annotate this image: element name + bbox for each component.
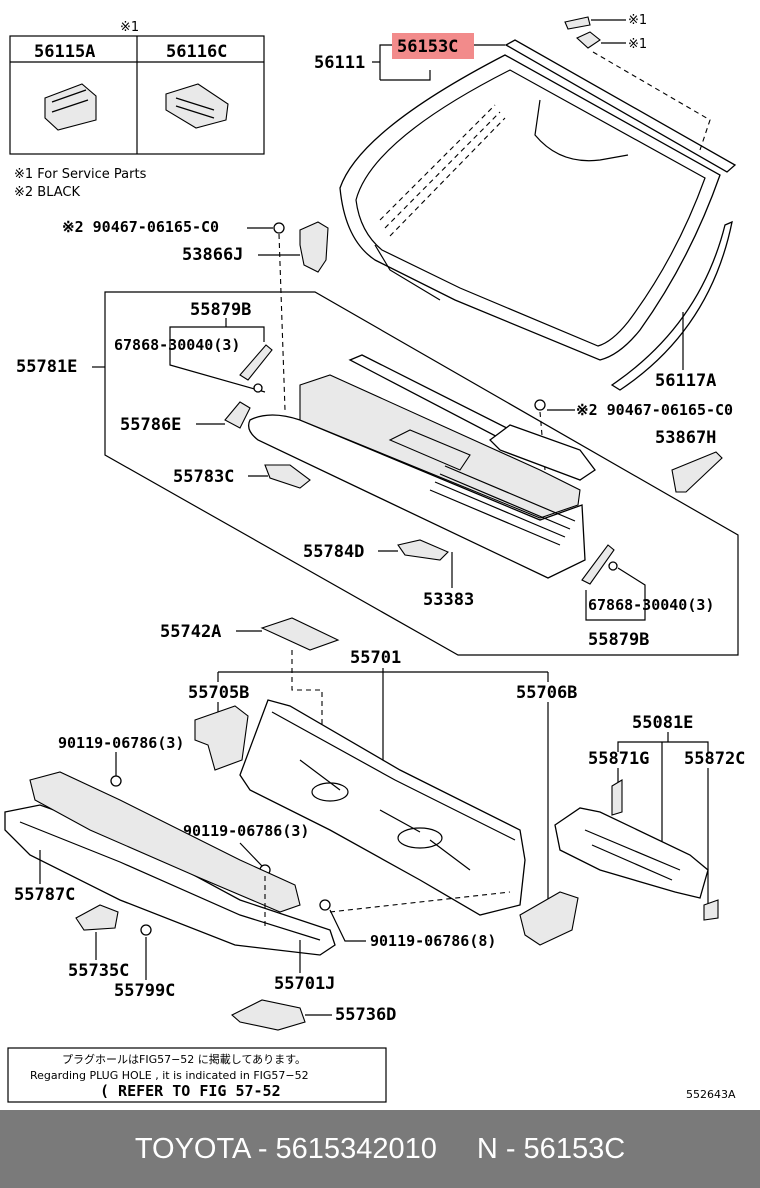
clip-56116C-shape <box>165 83 229 129</box>
bolt-90119-a <box>110 775 122 787</box>
plug-55799C <box>140 924 152 936</box>
highlight-box <box>392 33 474 59</box>
part-56111-label[interactable]: 56111 <box>314 53 365 73</box>
part-90119-b-label[interactable]: 90119-06786(3) <box>183 822 309 840</box>
bracket-55784D <box>397 539 449 561</box>
windshield-glass <box>339 54 721 361</box>
bracket-55783C <box>264 464 311 489</box>
side-molding-56117A <box>610 220 733 391</box>
part-53867H-label[interactable]: 53867H <box>655 428 716 448</box>
bolt-90119-c <box>319 899 331 911</box>
part-55735C-label[interactable]: 55735C <box>68 961 129 981</box>
part-55872C-label[interactable]: 55872C <box>684 749 745 769</box>
mark-top-1: ※1 <box>628 13 647 28</box>
pad-55742A <box>260 617 340 651</box>
bracket-55786E <box>224 401 251 429</box>
part-56117A-label[interactable]: 56117A <box>655 371 716 391</box>
lower-member-upper <box>29 771 301 913</box>
part-55783C-label[interactable]: 55783C <box>173 467 234 487</box>
top-molding-56153C <box>504 39 737 173</box>
part-56116C-label[interactable]: 56116C <box>166 42 227 62</box>
part-53866J-label[interactable]: 53866J <box>182 245 243 265</box>
cover-55736D <box>231 999 306 1031</box>
part-53383-label[interactable]: 53383 <box>423 590 474 610</box>
inset-mark: ※1 <box>120 20 139 35</box>
clip-top-2 <box>576 31 601 49</box>
part-55736D-label[interactable]: 55736D <box>335 1005 396 1025</box>
part-55879B-top-label[interactable]: 55879B <box>190 300 251 320</box>
cowl-side-53866J <box>299 221 329 273</box>
part-55701J-label[interactable]: 55701J <box>274 974 335 994</box>
clip-67868-top <box>253 383 263 393</box>
footer-short-number: N - 56153C <box>476 1132 626 1165</box>
part-55871G-label[interactable]: 55871G <box>588 749 649 769</box>
bracket-55872C <box>703 899 719 921</box>
mark-top-2: ※1 <box>628 37 647 52</box>
part-55705B-label[interactable]: 55705B <box>188 683 249 703</box>
part-55787C-label[interactable]: 55787C <box>14 885 75 905</box>
seal-55879B-bottom <box>581 544 615 585</box>
assembly-frame-55781E <box>104 291 739 656</box>
cowl-louver-53383 <box>247 414 586 579</box>
cowl-reinforcement-55081E <box>554 807 709 899</box>
cowl-end-piece <box>489 424 596 481</box>
reference-box: プラグホールはFIG57−52 に掲載してあります。 Regarding PLU… <box>7 1047 387 1103</box>
bracket-55871G <box>611 779 623 816</box>
reference-line-jp: プラグホールはFIG57−52 に掲載してあります。 <box>62 1052 306 1066</box>
bracket-55735C <box>75 904 119 931</box>
part-90119-c-label[interactable]: 90119-06786(8) <box>370 932 496 950</box>
clip-67868-bottom <box>608 561 618 571</box>
part-55781E-label[interactable]: 55781E <box>16 357 77 377</box>
part-55879B-bottom-label[interactable]: 55879B <box>588 630 649 650</box>
footer-part-number: TOYOTA - 5615342010 <box>134 1132 437 1165</box>
bracket-55706B <box>519 891 579 946</box>
part-55081E-label[interactable]: 55081E <box>632 713 693 733</box>
reference-link[interactable]: ( REFER TO FIG 57-52 <box>100 1082 281 1100</box>
clip-top-1 <box>564 16 591 30</box>
black-note: ※2 BLACK <box>14 185 80 200</box>
part-90467-left-label[interactable]: ※2 90467-06165-C0 <box>62 218 219 236</box>
part-56115A-label[interactable]: 56115A <box>34 42 95 62</box>
diagram-code: 552643A <box>686 1088 736 1101</box>
windshield-group: 56153C 56111 ※1 ※1 56117A 53866J ※2 9046… <box>62 13 737 411</box>
part-55786E-label[interactable]: 55786E <box>120 415 181 435</box>
part-90119-a-label[interactable]: 90119-06786(3) <box>58 734 184 752</box>
screw-90467-right <box>534 399 546 411</box>
part-55706B-label[interactable]: 55706B <box>516 683 577 703</box>
screw-90467-left <box>273 222 285 234</box>
seal-55879B-top <box>239 344 273 381</box>
inset-panel: ※1 56115A 56116C <box>9 20 265 155</box>
footer-bar: TOYOTA - 5615342010 N - 56153C <box>0 1110 760 1188</box>
lower-panel-group: 55742A 55701 55705B 55706B 55081E 55871G… <box>4 617 745 1031</box>
cowl-top-assembly: 55781E 55879B 67868-30040(3) 55786E 5578… <box>16 291 739 656</box>
parts-diagram: ※1 56115A 56116C ※1 For Service Parts ※2… <box>4 13 745 1103</box>
part-55701-label[interactable]: 55701 <box>350 648 401 668</box>
clip-56115A-shape <box>44 83 97 131</box>
part-90467-right-label[interactable]: ※2 90467-06165-C0 <box>576 401 733 419</box>
cowl-side-53867H <box>671 451 723 493</box>
part-67868-bottom-label[interactable]: 67868-30040(3) <box>588 596 714 614</box>
part-55799C-label[interactable]: 55799C <box>114 981 175 1001</box>
service-parts-note: ※1 For Service Parts <box>14 167 147 182</box>
reference-line-en: Regarding PLUG HOLE , it is indicated in… <box>30 1069 309 1082</box>
cowl-panel-55701 <box>239 699 526 916</box>
part-56153C-label[interactable]: 56153C <box>397 37 458 57</box>
part-67868-top-label[interactable]: 67868-30040(3) <box>114 336 240 354</box>
part-55742A-label[interactable]: 55742A <box>160 622 221 642</box>
bracket-55705B <box>194 705 249 771</box>
part-55784D-label[interactable]: 55784D <box>303 542 364 562</box>
